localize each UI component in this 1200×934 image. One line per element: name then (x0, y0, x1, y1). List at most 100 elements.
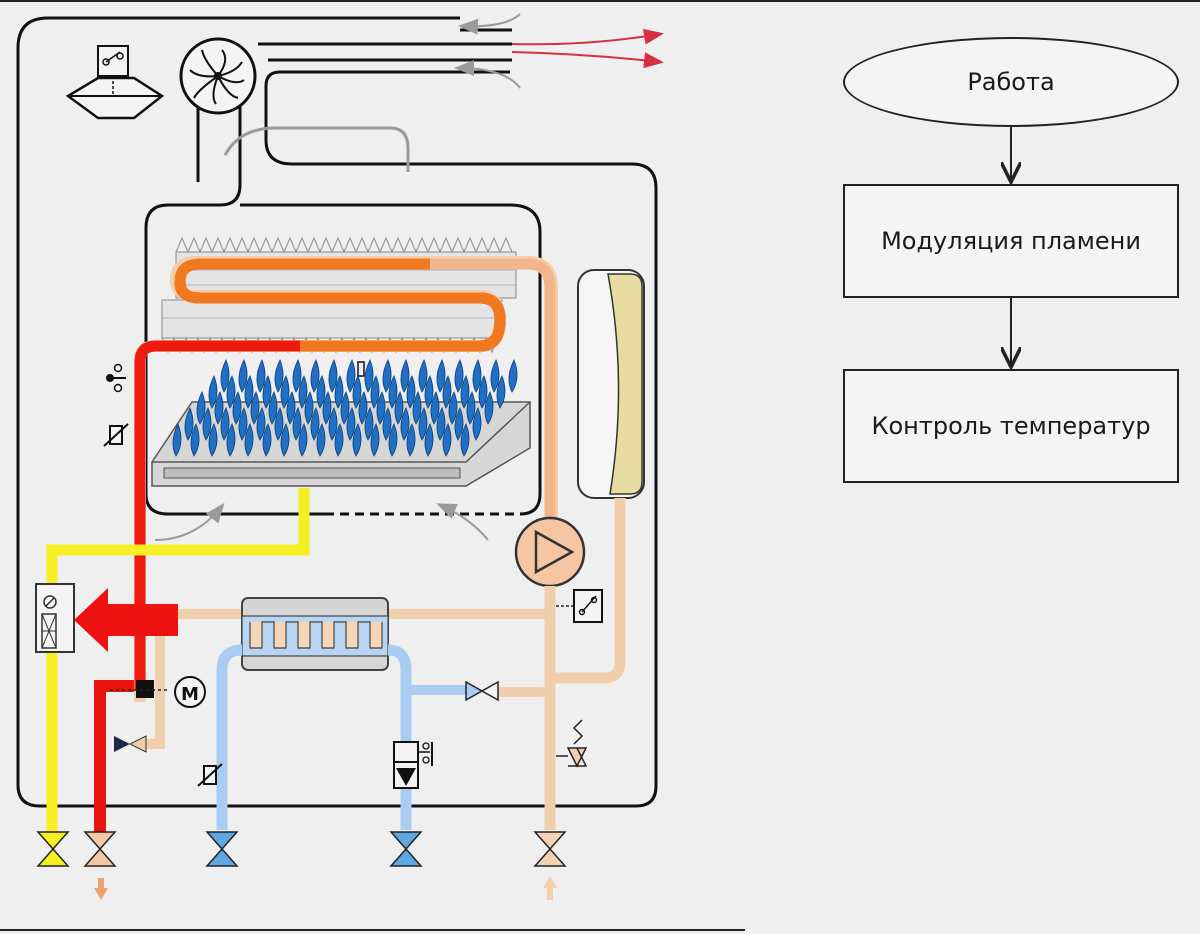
flame-icon (238, 359, 248, 393)
flame-icon (172, 423, 182, 457)
heating-return-shutoff-valve-icon (533, 831, 567, 867)
flame-icon (406, 375, 416, 409)
flame-icon (418, 407, 428, 441)
flame-icon (358, 391, 368, 425)
temperature-sensor-icon (103, 423, 129, 447)
flame-icon (478, 375, 488, 409)
overheat-switch-icon (106, 363, 126, 393)
flame-icon (280, 423, 290, 457)
flame-icon (508, 359, 518, 393)
flame-icon (298, 375, 308, 409)
flame-icon (328, 359, 338, 393)
flame-icon (382, 407, 392, 441)
flame-icon (214, 391, 224, 425)
flame-icon (262, 423, 272, 457)
flame-icon (454, 359, 464, 393)
pressure-switch-icon (65, 45, 165, 120)
dhw-temperature-sensor-icon (197, 763, 223, 787)
flame-icon (364, 407, 374, 441)
flame-icon (250, 391, 260, 425)
solenoid-valve-icon (393, 741, 433, 789)
bypass-branch (140, 614, 165, 749)
air-intake-arrow-1 (458, 13, 521, 35)
dhw-shutoff-valve-icon (389, 831, 423, 867)
flame-icon (286, 391, 296, 425)
cold-water-pipe (216, 644, 243, 830)
flame-icon (238, 407, 248, 441)
flame-icon (400, 359, 410, 393)
flame-icon (310, 407, 320, 441)
heating-coil (174, 258, 506, 352)
flame-icon (442, 375, 452, 409)
flame-icon (484, 391, 494, 425)
flame-icon (430, 391, 440, 425)
flame-icon (208, 375, 218, 409)
air-intake-arrow-2 (454, 60, 521, 89)
flame-icon (406, 423, 416, 457)
flame-icon (316, 423, 326, 457)
flame-icon (466, 391, 476, 425)
flame-icon (496, 375, 506, 409)
flame-icon (346, 407, 356, 441)
flame-icon (262, 375, 272, 409)
gas-shutoff-valve-icon (36, 831, 70, 867)
flame-icon (490, 359, 500, 393)
pump-icon (514, 516, 586, 588)
top-border (0, 0, 1200, 2)
fill-valve-icon (465, 680, 499, 702)
flame-icon (334, 375, 344, 409)
bypass-valve-icon (114, 735, 147, 753)
flame-icon (256, 359, 266, 393)
flame-icon (370, 423, 380, 457)
expansion-tank-pipe (550, 498, 626, 684)
combustion-chamber-right (240, 203, 542, 516)
flame-icon (328, 407, 338, 441)
flame-icon (334, 423, 344, 457)
flame-icon (460, 375, 470, 409)
flame-icon (202, 407, 212, 441)
air-arrow-left (154, 502, 225, 541)
burner-icon (151, 359, 531, 487)
flame-icon (376, 391, 386, 425)
flame-icon (436, 359, 446, 393)
highlight-arrow (74, 588, 178, 652)
flame-icon (232, 391, 242, 425)
hot-water-outlet-pipe (94, 680, 134, 832)
cold-water-shutoff-valve-icon (205, 831, 239, 867)
flowchart-step-modulation: Модуляция пламени (843, 184, 1179, 298)
flame-icon (310, 359, 320, 393)
fan-icon (179, 37, 257, 115)
gas-valve-icon (35, 583, 75, 653)
flame-icon (394, 391, 404, 425)
flame-icon (244, 423, 254, 457)
flame-icon (346, 359, 356, 393)
flame-icon (280, 375, 290, 409)
flame-icon (454, 407, 464, 441)
flame-icon (418, 359, 428, 393)
dhw-heat-exchanger-icon (241, 597, 389, 671)
flame-icon (268, 391, 278, 425)
air-arrow-right (436, 503, 489, 541)
flame-icon (436, 407, 446, 441)
flame-icon (352, 423, 362, 457)
flame-icon (370, 375, 380, 409)
heating-coil-exit (430, 258, 556, 534)
flame-icon (226, 423, 236, 457)
gas-pipe (46, 488, 310, 832)
flame-icon (472, 359, 482, 393)
flame-icon (472, 407, 482, 441)
heating-flow-shutoff-valve-icon (83, 831, 117, 867)
motor-label: M (181, 684, 199, 705)
safety-valve-icon (556, 719, 588, 768)
flame-icon (292, 359, 302, 393)
air-path (223, 126, 410, 172)
flowchart-step-temperature: Контроль температур (843, 369, 1179, 483)
flame-icon (364, 359, 374, 393)
flame-icon (190, 423, 200, 457)
water-pressure-switch-icon (556, 589, 603, 623)
flame-icon (424, 375, 434, 409)
flame-icon (226, 375, 236, 409)
flame-icon (442, 423, 452, 457)
flame-icon (460, 423, 470, 457)
exhaust-arrow-1 (511, 28, 664, 46)
